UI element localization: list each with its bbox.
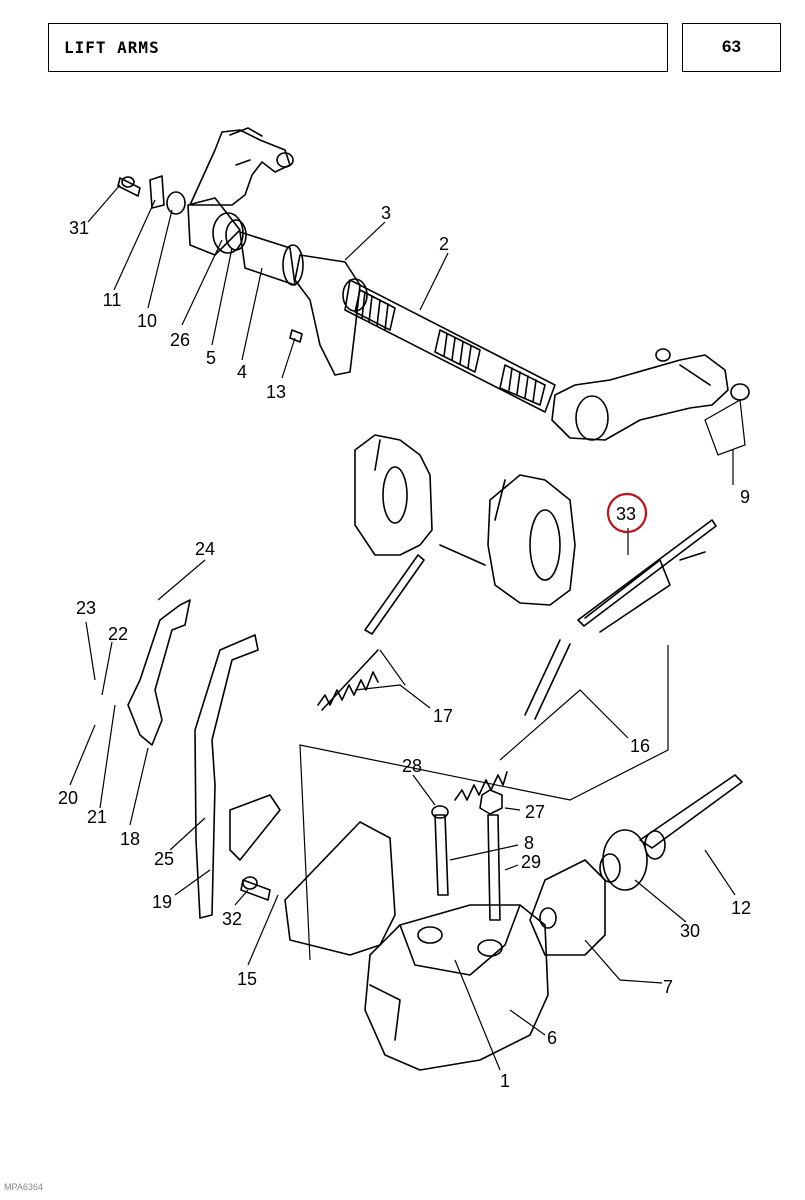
callout-19: 19 (152, 892, 172, 912)
arm-3 (294, 254, 368, 376)
callout-27: 27 (525, 802, 545, 822)
callout-4: 4 (237, 362, 247, 382)
link-18 (127, 599, 191, 746)
callout-5: 5 (206, 348, 216, 368)
callout-12: 12 (731, 898, 751, 918)
callout-30: 30 (680, 921, 700, 941)
callout-13: 13 (266, 382, 286, 402)
callout-10: 10 (137, 311, 157, 331)
callout-22: 22 (108, 624, 128, 644)
callout-29: 29 (521, 852, 541, 872)
callout-17: 17 (433, 706, 453, 726)
callout-32: 32 (222, 909, 242, 929)
right-lift-arm (551, 348, 750, 441)
page-title: LIFT ARMS (64, 38, 160, 57)
seal-30 (599, 829, 648, 891)
spring-upper (317, 649, 379, 711)
callout-11: 11 (103, 290, 122, 310)
callout-7: 7 (663, 977, 673, 997)
title-box: LIFT ARMS (48, 23, 668, 72)
callout-26: 26 (170, 330, 190, 350)
bushing-4 (239, 231, 304, 286)
callout-16: 16 (630, 736, 650, 756)
page-number: 63 (722, 37, 741, 56)
callout-21: 21 (87, 807, 107, 827)
washer-bolt-10-11-31 (117, 175, 186, 215)
mounting-plate (229, 794, 396, 956)
spring-lower (454, 771, 508, 801)
callout-15: 15 (237, 969, 257, 989)
bolt-32 (240, 876, 271, 901)
pin-17-rod (364, 544, 486, 635)
callout-labels: 1 2 3 4 5 6 7 8 9 10 11 12 13 15 16 17 1… (58, 203, 751, 1091)
left-lift-arm (189, 127, 294, 206)
lever-19 (194, 634, 259, 919)
highlight-circle-33 (606, 492, 648, 534)
callout-3: 3 (381, 203, 391, 223)
pushrod-12 (639, 774, 743, 860)
callout-28: 28 (402, 756, 422, 776)
leader-lines (69, 184, 746, 1071)
right-bracket (487, 474, 576, 606)
callout-18: 18 (120, 829, 140, 849)
page-number-box: 63 (682, 23, 781, 72)
callout-20: 20 (58, 788, 78, 808)
callout-8: 8 (524, 833, 534, 853)
drawing-code: MPA6364 (4, 1182, 43, 1192)
left-hub (187, 197, 247, 256)
callout-33: 33 (616, 504, 636, 524)
piston-7 (529, 859, 606, 956)
callout-9: 9 (740, 487, 750, 507)
left-bracket (354, 434, 433, 556)
callout-6: 6 (547, 1028, 557, 1048)
callout-23: 23 (76, 598, 96, 618)
rod-33 (524, 519, 717, 720)
callout-1: 1 (500, 1071, 510, 1091)
studs-8-29 (431, 789, 503, 921)
callout-25: 25 (154, 849, 174, 869)
ram-housing-6 (364, 904, 549, 1071)
callout-31: 31 (69, 218, 89, 238)
pin-13 (289, 329, 303, 343)
cross-shaft-2 (344, 279, 556, 413)
callout-2: 2 (439, 234, 449, 254)
callout-24: 24 (195, 539, 215, 559)
